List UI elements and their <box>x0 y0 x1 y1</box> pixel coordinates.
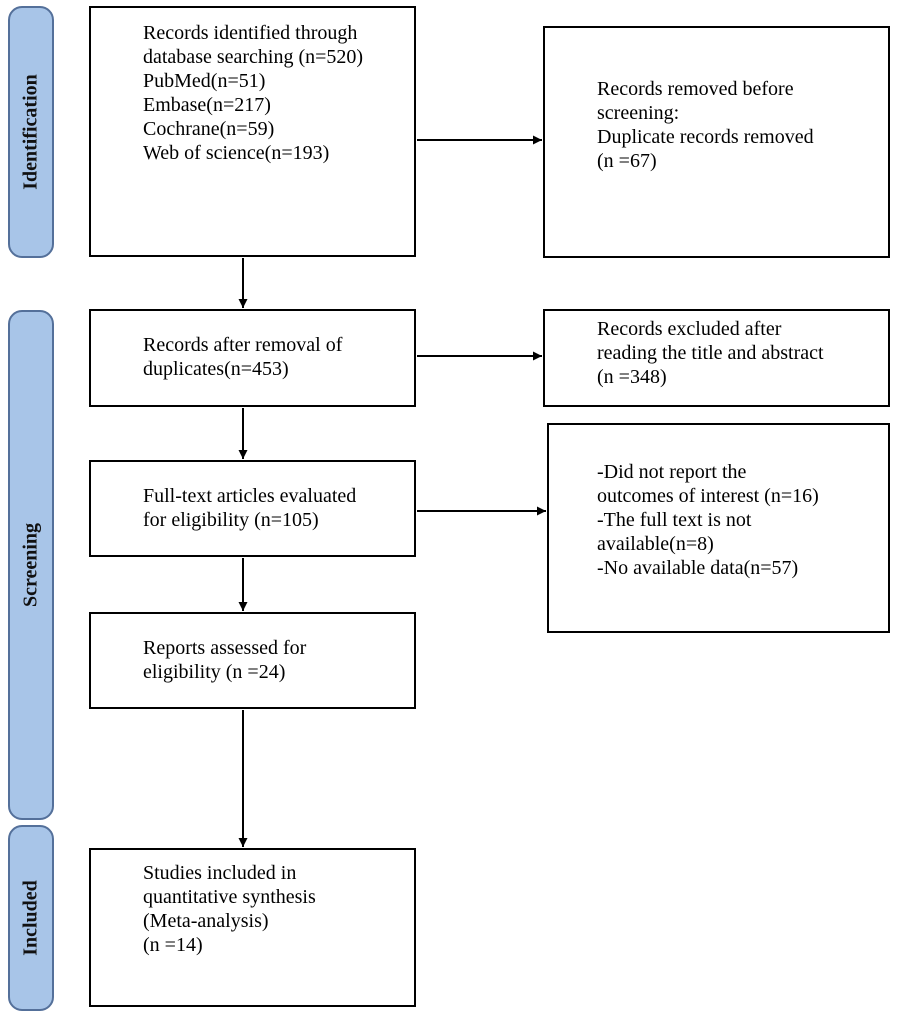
box-line: Records removed before <box>597 78 794 100</box>
records-after-duplicates-box: Records after removal of duplicates(n=45… <box>89 309 416 407</box>
box-line: Records excluded after <box>597 318 782 340</box>
box-line: Records identified through <box>143 22 358 44</box>
box-line: Records after removal of <box>143 334 343 356</box>
records-removed-before-screening-box: Records removed before screening: Duplic… <box>543 26 890 258</box>
box-line: database searching (n=520) <box>143 46 364 68</box>
box-line: Cochrane(n=59) <box>143 118 275 140</box>
fulltext-articles-box: Full-text articles evaluated for eligibi… <box>89 460 416 557</box>
box-line: (n =14) <box>143 934 203 956</box>
box-line: Studies included in <box>143 862 297 884</box>
box-line: available(n=8) <box>597 533 714 555</box>
box-line: (Meta-analysis) <box>143 910 269 932</box>
box-line: PubMed(n=51) <box>143 70 266 92</box>
phase-screening: Screening <box>8 310 54 820</box>
box-line: Web of science(n=193) <box>143 142 330 164</box>
box-line: for eligibility (n=105) <box>143 509 319 531</box>
box-line: -Did not report the <box>597 461 747 483</box>
box-line: (n =67) <box>597 150 657 172</box>
box-line: quantitative synthesis <box>143 886 316 908</box>
fulltext-exclusion-reasons-box: -Did not report the outcomes of interest… <box>547 423 890 633</box>
box-line: Reports assessed for <box>143 637 307 659</box>
box-line: eligibility (n =24) <box>143 661 286 683</box>
box-line: (n =348) <box>597 366 667 388</box>
phase-included: Included <box>8 825 54 1011</box>
phase-identification: Identification <box>8 6 54 258</box>
box-line: outcomes of interest (n=16) <box>597 485 819 507</box>
studies-included-box: Studies included in quantitative synthes… <box>89 848 416 1007</box>
records-excluded-title-abstract-box: Records excluded after reading the title… <box>543 309 890 407</box>
box-line: Embase(n=217) <box>143 94 271 116</box>
box-line: screening: <box>597 102 680 124</box>
box-line: -The full text is not <box>597 509 752 531</box>
box-line: -No available data(n=57) <box>597 557 799 579</box>
reports-assessed-box: Reports assessed for eligibility (n =24) <box>89 612 416 709</box>
box-line: Duplicate records removed <box>597 126 814 148</box>
box-line: reading the title and abstract <box>597 342 824 364</box>
records-identified-box: Records identified through database sear… <box>89 6 416 257</box>
box-line: Full-text articles evaluated <box>143 485 357 507</box>
box-line: duplicates(n=453) <box>143 358 289 380</box>
